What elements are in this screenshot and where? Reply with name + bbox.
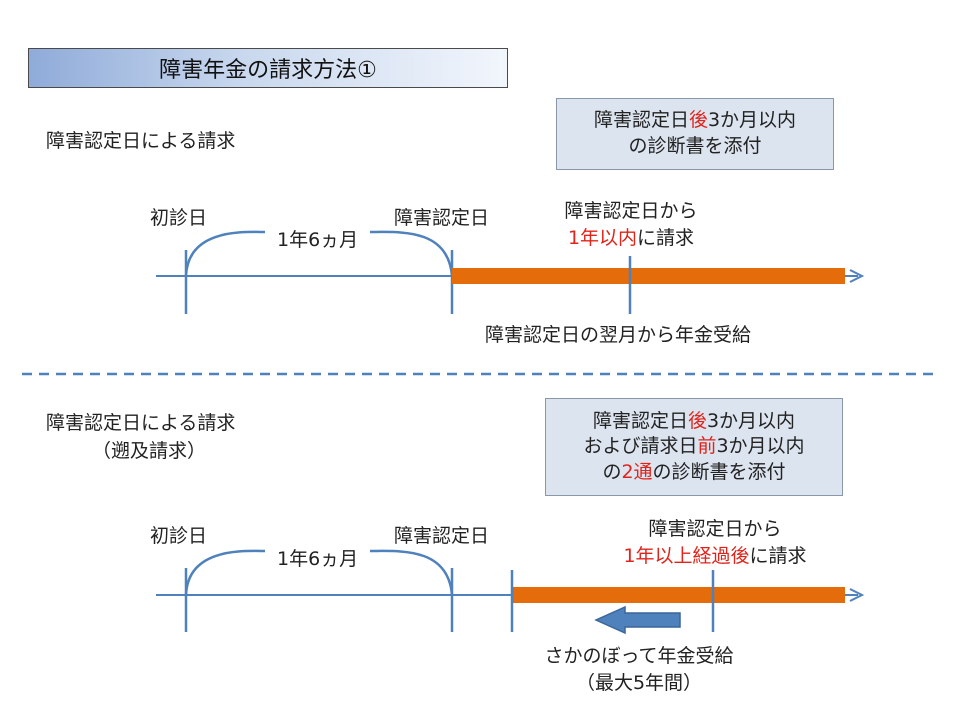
retroactive-line-1: さかのぼって年金受給 <box>544 645 734 667</box>
note-text: の <box>602 460 622 483</box>
note-highlight: 後 <box>688 109 708 132</box>
section-1-cert-date-label: 障害認定日 <box>394 207 490 229</box>
section-1-claim-line-2: 1年以内に請求 <box>540 223 722 250</box>
timeline-2-period-arc <box>184 549 454 596</box>
retroactive-arrow-icon <box>594 605 681 635</box>
section-1-note-line-2: の診断書を添付 <box>628 135 762 157</box>
note-text: 障害認定日 <box>592 409 688 432</box>
section-1-pension-start-label: 障害認定日の翌月から年金受給 <box>485 324 752 346</box>
note-text: 3か月以内 <box>707 109 797 132</box>
claim-text: に請求 <box>749 545 807 567</box>
section-2-note-line-3: の2通の診断書を添付 <box>602 460 785 486</box>
note-text: 3か月以内 <box>706 409 796 432</box>
section-1-heading: 障害認定日による請求 <box>46 130 236 152</box>
page-title-text: 障害年金の請求方法① <box>159 58 377 83</box>
timeline-2 <box>156 549 865 635</box>
page-title: 障害年金の請求方法① <box>28 48 508 88</box>
section-2-cert-date-label: 障害認定日 <box>394 525 490 547</box>
note-highlight: 後 <box>687 409 707 432</box>
timeline-1-period-arc <box>184 230 454 277</box>
note-text: 3か月以内 <box>716 435 805 458</box>
section-1-claim-label: 障害認定日から 1年以内に請求 <box>540 196 722 250</box>
note-text: 障害認定日 <box>593 109 689 132</box>
claim-text: に請求 <box>637 227 695 249</box>
note-text: および請求日 <box>583 435 698 458</box>
retroactive-line-2: （最大5年間） <box>575 672 703 694</box>
note-highlight: 2通 <box>621 460 653 483</box>
retroactive-pension-label: さかのぼって年金受給 （最大5年間） <box>514 641 764 695</box>
note-text: の診断書を添付 <box>652 460 786 483</box>
section-2-claim-line-2: 1年以上経過後に請求 <box>590 541 840 568</box>
timeline-1 <box>156 230 865 314</box>
timeline-1-pension-bar <box>452 268 845 284</box>
section-2-claim-line-1: 障害認定日から <box>648 518 782 540</box>
timeline-2-pension-bar <box>512 587 845 603</box>
claim-highlight: 1年以上経過後 <box>623 545 750 567</box>
timeline-1-arrowhead <box>849 269 865 283</box>
section-2-heading: 障害認定日による請求 <box>46 412 236 434</box>
section-1-note-line-1: 障害認定日後3か月以内 <box>594 108 796 134</box>
section-1-first-visit-label: 初診日 <box>150 207 208 229</box>
section-2-subheading: （遡及請求） <box>92 440 207 462</box>
claim-highlight: 1年以内 <box>567 227 638 249</box>
section-1-note-box: 障害認定日後3か月以内 の診断書を添付 <box>556 98 834 170</box>
section-1-claim-line-1: 障害認定日から <box>564 200 698 222</box>
note-highlight: 前 <box>697 435 717 458</box>
section-2-claim-label: 障害認定日から 1年以上経過後に請求 <box>590 514 840 568</box>
section-2-period-label: 1年6ヵ月 <box>277 548 359 570</box>
section-2-note-box: 障害認定日後3か月以内 および請求日前3か月以内 の2通の診断書を添付 <box>545 398 843 496</box>
section-1-period-label: 1年6ヵ月 <box>277 229 359 251</box>
section-2-note-line-2: および請求日前3か月以内 <box>583 434 804 460</box>
timeline-2-arrowhead <box>849 588 865 602</box>
section-2-note-line-1: 障害認定日後3か月以内 <box>593 409 795 435</box>
section-2-first-visit-label: 初診日 <box>150 525 208 547</box>
